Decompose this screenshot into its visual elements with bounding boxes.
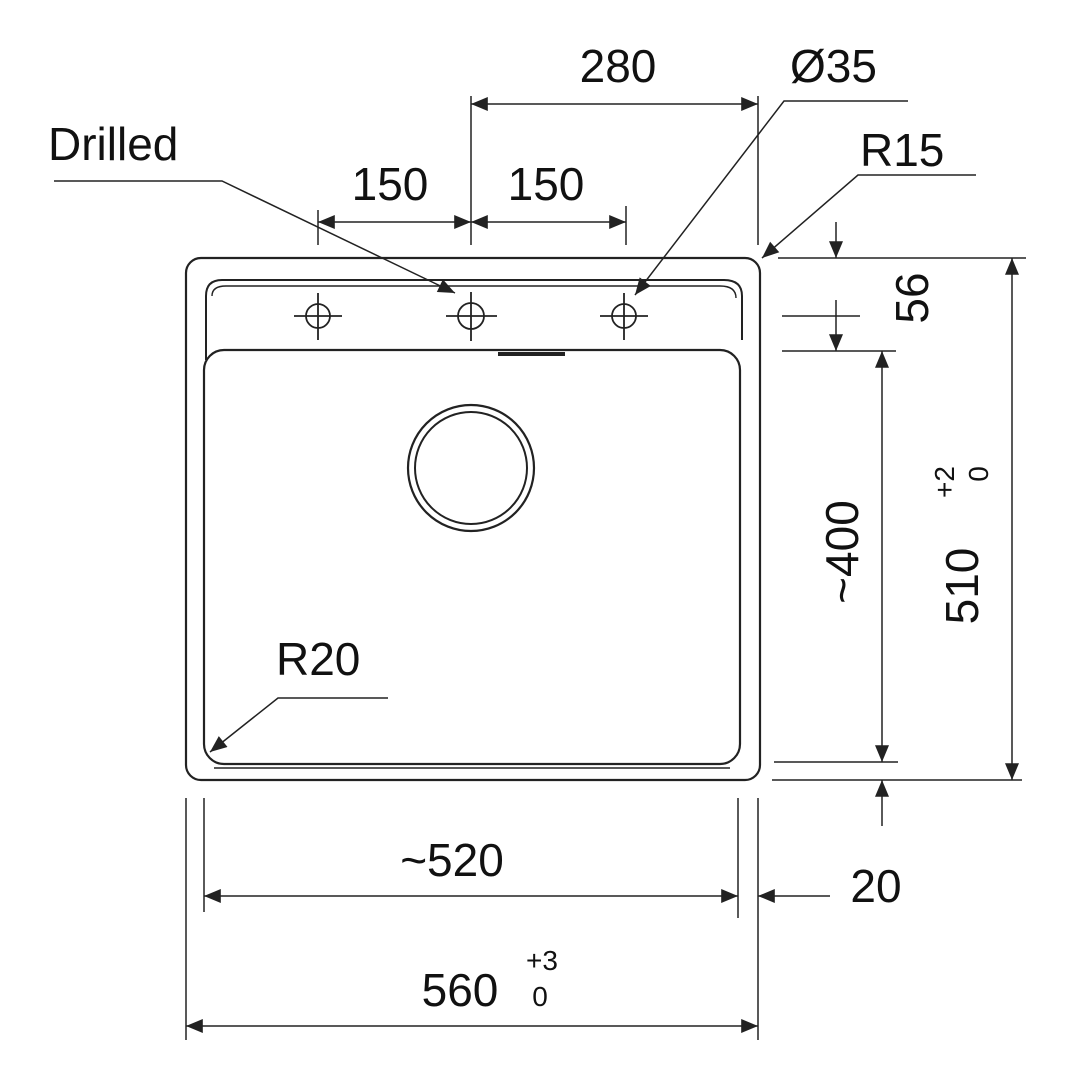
callout-r15-label: R15: [860, 124, 944, 176]
dimension-520: [203, 798, 739, 918]
dim-label-560: 560: [422, 964, 499, 1016]
callout-r20: [209, 697, 388, 753]
callout-drilled-label: Drilled: [48, 118, 178, 170]
dim-label-150-left: 150: [352, 158, 429, 210]
dim-label-280: 280: [580, 40, 657, 92]
bowl-outline: [202, 348, 742, 766]
callout-drilled-leader: [54, 180, 456, 294]
callout-r20-leader: [209, 697, 388, 753]
tap-hole-right: [600, 293, 648, 340]
tap-ledge-inner-line: [211, 285, 737, 299]
callout-r15-leader: [761, 174, 976, 259]
callout-r15: [761, 174, 976, 259]
drain-outer-ring: [406, 403, 536, 533]
tap-hole-left: [294, 293, 342, 340]
dim-label-510: 510: [936, 548, 988, 625]
dim-label-400: ~400: [816, 500, 868, 604]
callout-r20-label: R20: [276, 633, 360, 685]
dim-label-20: 20: [850, 860, 901, 912]
dim-560-tolerance-lower: 0: [532, 981, 548, 1012]
dim-510-tolerance-lower: 0: [963, 466, 994, 482]
dimension-560: [185, 798, 759, 1040]
dimension-510: [772, 257, 1022, 781]
dim-label-150-right: 150: [508, 158, 585, 210]
dim-label-56: 56: [886, 272, 938, 323]
dim-label-520: ~520: [400, 834, 504, 886]
dim-560-tolerance-upper: +3: [526, 945, 558, 976]
dim-510-tolerance-upper: +2: [929, 466, 960, 498]
dimension-150-pair: [317, 206, 627, 245]
sink-outer-rim: [184, 256, 762, 782]
tap-hole-center: [446, 292, 497, 341]
tap-ledge-outline: [205, 279, 743, 340]
callout-diameter-label: Ø35: [790, 40, 877, 92]
callout-drilled: [54, 180, 456, 294]
callout-diameter: [634, 100, 908, 296]
callout-diameter-leader: [634, 100, 908, 296]
sink-outline: [184, 256, 762, 782]
dimension-400: [774, 350, 898, 763]
drain-inner-ring: [414, 411, 528, 525]
